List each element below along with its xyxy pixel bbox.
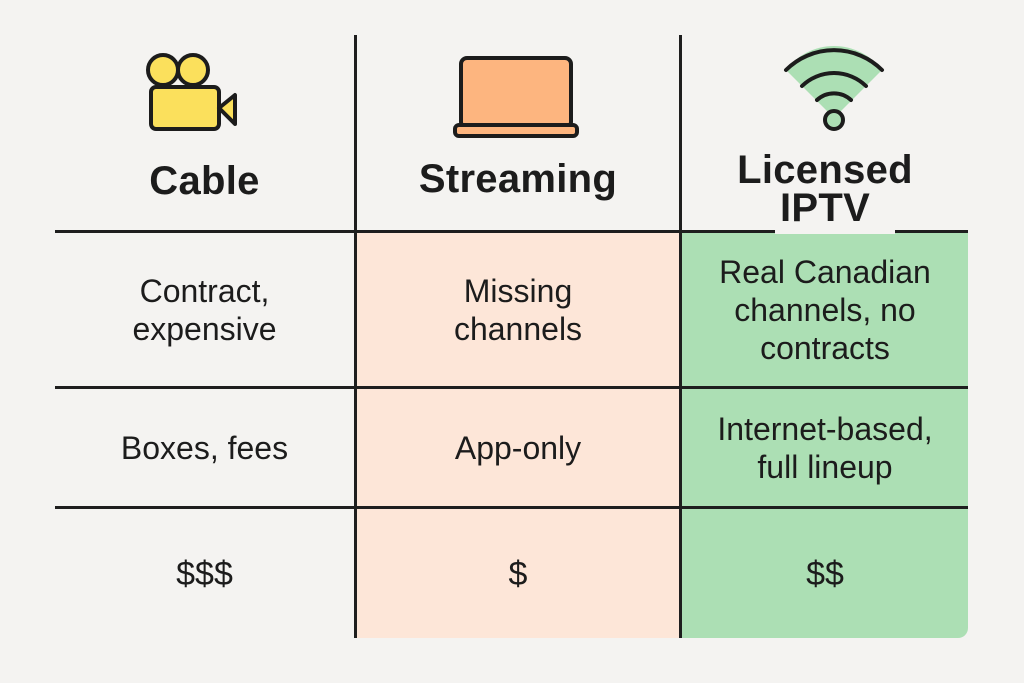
cell-text: expensive — [132, 310, 277, 347]
cell-text: Boxes, fees — [120, 429, 289, 466]
laptop-icon — [453, 55, 579, 144]
cell-text: Contract, — [139, 272, 270, 309]
cell-text: Internet-based, — [717, 410, 933, 447]
header-streaming: Streaming — [357, 35, 679, 230]
cell-text: App-only — [454, 429, 582, 466]
row-divider — [55, 386, 968, 389]
cell-streaming-row2: App-only — [357, 389, 679, 506]
cell-text: full lineup — [757, 448, 893, 485]
column-title: Licensed IPTV — [682, 148, 968, 230]
cell-text: channels — [453, 310, 583, 347]
column-divider — [354, 35, 357, 638]
column-title: Cable — [149, 159, 260, 203]
cell-text: Real Canadian — [719, 253, 931, 290]
cell-cable-row2: Boxes, fees — [55, 389, 354, 506]
header-iptv: Licensed IPTV — [682, 35, 968, 230]
cell-text: Missing — [463, 272, 573, 309]
column-title-line: IPTV — [779, 186, 871, 230]
row-divider — [55, 506, 968, 509]
column-title: Streaming — [418, 157, 618, 201]
price-text: $$ — [806, 554, 844, 593]
cell-text: contracts — [760, 329, 890, 366]
cell-iptv-price: $$ — [682, 509, 968, 638]
title-overlap-gap — [775, 228, 895, 234]
video-camera-icon — [143, 53, 239, 138]
price-text: $ — [508, 554, 528, 593]
price-text: $$$ — [176, 554, 233, 593]
row-divider — [55, 230, 968, 233]
wifi-icon — [782, 40, 886, 141]
cell-iptv-row2: Internet-based,full lineup — [682, 389, 968, 506]
streaming-column-fill — [355, 232, 680, 638]
cell-text: channels, no — [734, 291, 916, 328]
column-divider — [679, 35, 682, 638]
cell-streaming-price: $ — [357, 509, 679, 638]
cell-cable-price: $$$ — [55, 509, 354, 638]
column-title-line: Licensed — [737, 148, 913, 192]
header-cable: Cable — [55, 35, 354, 230]
cell-cable-row1: Contract,expensive — [55, 233, 354, 386]
iptv-column-fill — [680, 232, 968, 638]
